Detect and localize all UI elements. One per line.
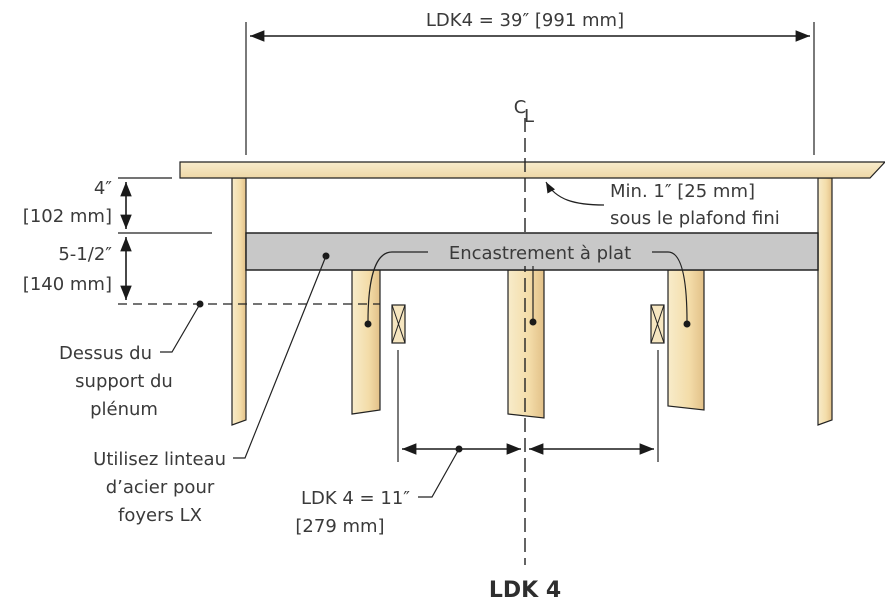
lintel-leader xyxy=(233,255,327,459)
flush-mount-dot-left xyxy=(364,320,372,328)
spacing-leader xyxy=(418,448,460,498)
support-block-right xyxy=(650,304,665,344)
dim-5-1-2in-label-2: [140 mm] xyxy=(23,274,112,295)
centerline-symbol: C xyxy=(514,97,527,118)
plenum-label-3: plénum xyxy=(90,399,158,420)
flush-mount-label: Encastrement à plat xyxy=(449,243,631,264)
min-clearance-leader xyxy=(545,181,605,206)
flush-mount-dot-center xyxy=(529,318,537,326)
dim-4in-label-2: [102 mm] xyxy=(23,206,112,227)
right-outer-stud xyxy=(817,177,833,426)
lintel-label-2: d’acier pour xyxy=(106,477,215,498)
flush-mount-label-bg xyxy=(428,238,652,266)
left-outer-stud xyxy=(231,177,247,426)
dim-4in-label-1: 4″ xyxy=(94,178,112,199)
joist-center xyxy=(507,269,545,419)
overall-width-label: LDK4 = 39″ [991 mm] xyxy=(426,10,624,31)
spacing-label-2: [279 mm] xyxy=(295,516,384,537)
diagram-title: LDK 4 xyxy=(489,578,561,603)
min-clearance-label-1: Min. 1″ [25 mm] xyxy=(610,181,755,202)
plenum-label-1: Dessus du xyxy=(59,343,152,364)
plenum-leader xyxy=(160,303,201,353)
flush-mount-dot-right xyxy=(683,320,691,328)
min-clearance-label-2: sous le plafond fini xyxy=(610,208,780,229)
flush-mount-leader-right xyxy=(652,251,688,323)
flush-mount-leader-left xyxy=(367,251,428,323)
dim-5-1-2in-label-1: 5-1/2″ xyxy=(58,244,112,265)
centerline-symbol-sub: L xyxy=(524,106,534,127)
lintel-label-1: Utilisez linteau xyxy=(93,449,226,470)
spacing-label-1: LDK 4 = 11″ xyxy=(301,488,410,509)
plenum-label-2: support du xyxy=(75,371,173,392)
lintel-label-3: foyers LX xyxy=(118,505,202,526)
support-block-left xyxy=(391,304,406,344)
joist-left xyxy=(351,269,381,415)
ceiling-board xyxy=(179,161,885,179)
